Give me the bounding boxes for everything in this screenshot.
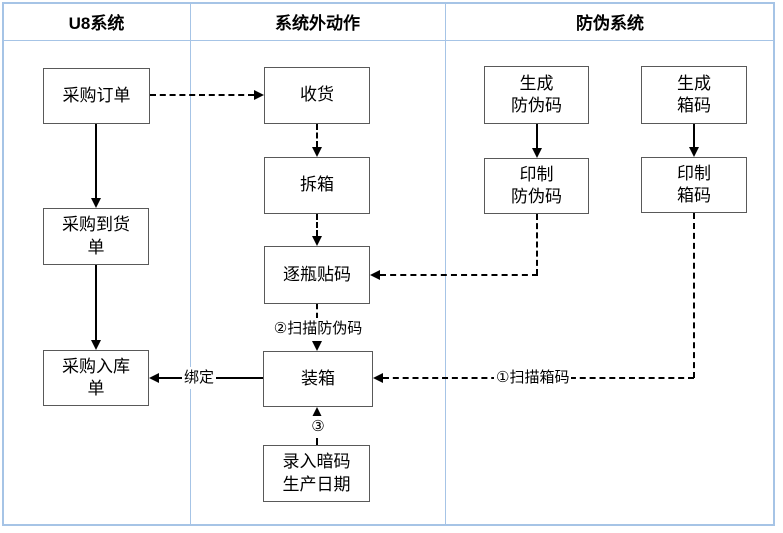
arrowhead-left-icon	[149, 373, 159, 383]
arrowhead-down-icon	[91, 198, 101, 208]
swimlane-frame	[2, 2, 775, 526]
edge-label-scan-security-code: ②扫描防伪码	[261, 318, 375, 340]
edge-label-step-three: ③	[305, 416, 331, 438]
arrowhead-down-icon	[689, 147, 699, 157]
node-label-each-bottle: 逐瓶贴码	[264, 246, 370, 304]
edge-gen-to-print-security	[536, 124, 538, 148]
edge-gen-to-print-box	[693, 124, 695, 147]
edge-label-to-pack-top	[316, 304, 318, 318]
edge-enter-to-pack	[316, 438, 318, 445]
node-purchase-inbound: 采购入库 单	[43, 350, 149, 406]
node-purchase-arrival: 采购到货 单	[43, 208, 149, 265]
edge-print-box-down	[693, 213, 695, 378]
node-enter-secret-code-date: 录入暗码 生产日期	[263, 445, 370, 502]
node-print-security-code: 印制 防伪码	[484, 158, 589, 214]
edge-label-bind: 绑定	[182, 367, 217, 389]
edge-arrival-to-inbound	[95, 265, 97, 340]
arrowhead-down-icon	[312, 147, 322, 157]
node-purchase-order: 采购订单	[43, 68, 150, 124]
node-unbox: 拆箱	[264, 157, 370, 214]
edge-receive-to-unbox	[316, 124, 318, 147]
edge-order-to-arrival	[95, 124, 97, 198]
edge-label-scan-box-code: ①扫描箱码	[494, 367, 572, 389]
lane-divider-2	[445, 2, 446, 526]
edge-print-security-down	[536, 214, 538, 275]
edge-purchase-order-to-receive	[150, 94, 254, 96]
node-gen-box-code: 生成 箱码	[641, 66, 747, 124]
edge-print-security-left	[380, 274, 538, 276]
arrowhead-left-icon	[370, 270, 380, 280]
lane-header-anti-counterfeit: 防伪系统	[576, 13, 644, 33]
node-gen-security-code: 生成 防伪码	[484, 66, 589, 124]
edge-unbox-to-label	[316, 214, 318, 236]
arrowhead-down-icon	[91, 340, 101, 350]
arrowhead-right-icon	[254, 90, 264, 100]
arrowhead-down-icon	[532, 148, 542, 158]
lane-header-u8-system: U8系统	[68, 13, 125, 33]
lane-header-separator	[2, 40, 775, 41]
arrowhead-down-icon	[312, 341, 322, 351]
lane-divider-1	[190, 2, 191, 526]
lane-header-outside-actions: 系统外动作	[275, 13, 360, 33]
node-pack-box: 装箱	[263, 351, 373, 407]
arrowhead-left-icon	[373, 373, 383, 383]
arrowhead-down-icon	[312, 236, 322, 246]
arrowhead-up-icon	[312, 407, 322, 417]
node-print-box-code: 印制 箱码	[641, 157, 747, 213]
node-receive-goods: 收货	[264, 67, 370, 124]
